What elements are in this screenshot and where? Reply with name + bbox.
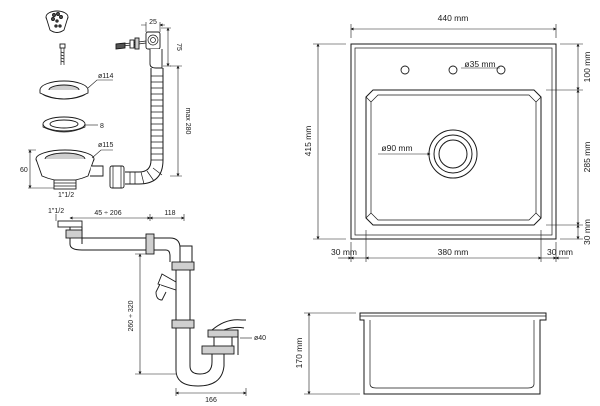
strainer-flange — [39, 79, 113, 100]
dim-d115: ø115 — [98, 142, 114, 149]
dim-rear-30: 30 mm — [582, 219, 592, 245]
dim-thread-inlet: 1"1/2 — [48, 208, 64, 215]
dim-d114: ø114 — [98, 73, 114, 80]
sink-top-view — [313, 24, 583, 262]
dim-bowl-380: 380 mm — [438, 247, 469, 257]
dim-width: 440 mm — [438, 13, 469, 23]
dim-tap-hole: ø35 mm — [464, 59, 495, 69]
dim-166: 166 — [205, 397, 217, 404]
dim-bowl-285: 285 mm — [582, 142, 592, 173]
gasket-ring — [42, 116, 98, 133]
dim-height-170: 170 mm — [294, 338, 304, 369]
sink-side-section — [304, 312, 547, 395]
dim-8: 8 — [100, 123, 104, 130]
dim-depth: 415 mm — [303, 126, 313, 157]
dim-thread-top: 1"1/2 — [58, 192, 74, 199]
dim-60: 60 — [20, 167, 28, 174]
overflow-hose — [109, 65, 182, 189]
dim-max-280: max 280 — [184, 108, 191, 135]
dim-75: 75 — [175, 43, 182, 51]
dim-118: 118 — [164, 210, 175, 217]
dim-d40: ø40 — [254, 335, 266, 342]
dim-260-320: 260 ÷ 320 — [128, 300, 135, 331]
overflow-fitting — [115, 22, 171, 69]
dim-drain: ø90 mm — [381, 143, 412, 153]
dim-front-100: 100 mm — [582, 52, 592, 83]
siphon-assembly — [55, 214, 252, 396]
drain-body — [28, 149, 113, 190]
dim-25: 25 — [149, 19, 157, 26]
dim-right-30: 30 mm — [547, 247, 573, 257]
strainer-basket — [45, 10, 69, 33]
dim-45-206: 45 ÷ 206 — [94, 210, 121, 217]
strainer-screw — [59, 43, 66, 65]
dim-left-30: 30 mm — [331, 247, 357, 257]
